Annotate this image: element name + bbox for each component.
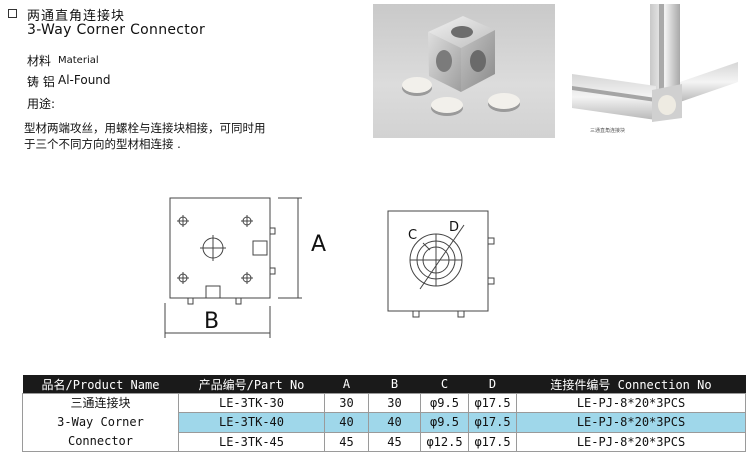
side-view-drawing [380, 205, 510, 335]
header-part-no: 产品编号/Part No [178, 375, 325, 394]
title-en: 3-Way Corner Connector [27, 22, 206, 38]
d-cell: φ17.5 [468, 392, 517, 414]
description-line-2: 于三个不同方向的型材相连接 . [24, 137, 181, 151]
b-cell: 40 [368, 412, 421, 433]
dimension-b-label: B [204, 309, 220, 334]
table-row: LE-3TK-45 45 45 φ12.5 φ17.5 LE-PJ-8*20*3… [23, 431, 746, 453]
connection-no-cell: LE-PJ-8*20*3PCS [516, 431, 746, 453]
d-cell: φ17.5 [468, 412, 517, 433]
part-no-cell: LE-3TK-45 [178, 431, 325, 453]
product-photo [373, 4, 555, 138]
product-name-en-1: 3-Way Corner [57, 415, 144, 429]
connection-no-cell: LE-PJ-8*20*3PCS [516, 392, 746, 414]
b-cell: 30 [368, 392, 421, 414]
a-cell: 45 [324, 431, 369, 453]
b-cell: 45 [368, 431, 421, 453]
connection-no-cell: LE-PJ-8*20*3PCS [516, 412, 746, 433]
material-label: 材料 [27, 54, 52, 68]
a-cell: 40 [324, 412, 369, 433]
cast-value: Al-Found [58, 73, 111, 87]
header-d: D [468, 375, 517, 394]
c-cell: φ9.5 [420, 412, 469, 433]
dimension-a-label: A [311, 232, 327, 257]
header-a: A [324, 375, 369, 394]
header-connection-no: 连接件编号 Connection No [516, 375, 746, 394]
dimension-d-label: D [449, 220, 460, 235]
photo-caption: 三通直角连接块 [590, 128, 626, 134]
dimension-c-label: C [408, 228, 418, 243]
title-cn: 两通直角连接块 [27, 9, 126, 24]
product-name-cell: 三通连接块 3-Way Corner Connector [22, 393, 179, 452]
table-row-highlighted: LE-3TK-40 40 40 φ9.5 φ17.5 LE-PJ-8*20*3P… [23, 412, 746, 433]
usage-label: 用途: [27, 97, 56, 111]
front-view-drawing [150, 188, 350, 338]
header-product-name: 品名/Product Name [22, 375, 179, 394]
product-name-en-2: Connector [67, 434, 134, 448]
checkbox-icon [8, 9, 17, 18]
d-cell: φ17.5 [468, 431, 517, 453]
product-name-cn: 三通连接块 [70, 396, 131, 410]
header-c: C [420, 375, 469, 394]
part-no-cell: LE-3TK-40 [178, 412, 325, 433]
material-value: Material [58, 55, 99, 66]
spec-table: 品名/Product Name 产品编号/Part No A B C D 连接件… [22, 375, 746, 453]
a-cell: 30 [324, 392, 369, 414]
header-b: B [368, 375, 421, 394]
cast-label: 铸 铝 [27, 75, 55, 89]
table-header-row: 品名/Product Name 产品编号/Part No A B C D 连接件… [22, 375, 746, 394]
table-row: 三通连接块 3-Way Corner Connector LE-3TK-30 3… [22, 392, 746, 452]
c-cell: φ12.5 [420, 431, 469, 453]
c-cell: φ9.5 [420, 392, 469, 414]
description-line-1: 型材两端攻丝，用螺栓与连接块相接，可同时用 [24, 121, 266, 135]
assembly-photo [568, 4, 746, 144]
part-no-cell: LE-3TK-30 [178, 392, 325, 414]
